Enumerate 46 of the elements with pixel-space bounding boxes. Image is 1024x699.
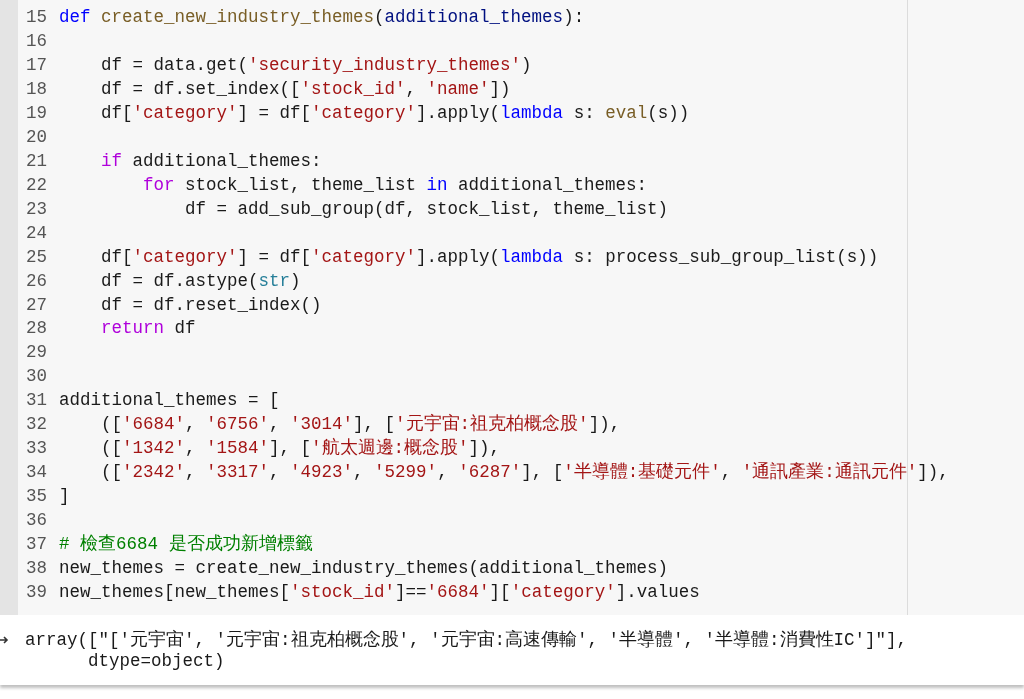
line-number: 24 [26, 221, 47, 244]
line-number: 38 [26, 557, 47, 580]
code-line: df = add_sub_group(df, stock_list, theme_list) [185, 197, 669, 220]
line-number: 19 [26, 101, 47, 124]
line-number: 36 [26, 509, 47, 532]
line-number: 33 [26, 437, 47, 460]
line-number: 34 [26, 461, 47, 484]
line-number: 35 [26, 485, 47, 508]
code-line: df['category'] = df['category'].apply(lambda s: eval(s)) [101, 101, 690, 124]
line-number: 16 [26, 29, 47, 52]
code-line: df = df.set_index(['stock_id', 'name']) [101, 77, 511, 100]
output-line: array(["['元宇宙', '元宇宙:祖克柏概念股', '元宇宙:高速傳輸', '半導體', '半導體:消費性IC']"], [25, 629, 908, 651]
code-line: if additional_themes: [101, 149, 322, 172]
line-number: 25 [26, 245, 47, 268]
code-comment: # 檢查6684 是否成功新增標籤 [59, 533, 313, 556]
line-number: 29 [26, 341, 47, 364]
code-line: (['1342', '1584'], ['航太週邊:概念股']), [101, 437, 501, 460]
code-line: df = df.reset_index() [101, 293, 322, 316]
code-line: df = df.astype(str) [101, 269, 301, 292]
code-line: def create_new_industry_themes(additional_themes): [59, 6, 585, 28]
line-number: 32 [26, 413, 47, 436]
line-number: 15 [26, 6, 47, 28]
code-line: df['category'] = df['category'].apply(lambda s: process_sub_group_list(s)) [101, 245, 879, 268]
code-line: (['6684', '6756', '3014'], ['元宇宙:祖克柏概念股']), [101, 413, 621, 436]
line-number: 31 [26, 389, 47, 412]
line-number: 23 [26, 197, 47, 220]
code-line: (['2342', '3317', '4923', '5299', '6287'], ['半導體:基礎元件', '通訊產業:通訊元件']), [101, 461, 949, 484]
code-line: return df [101, 317, 196, 340]
line-number: 22 [26, 173, 47, 196]
line-number: 18 [26, 77, 47, 100]
code-line: additional_themes = [ [59, 389, 280, 412]
output-line: dtype=object) [88, 650, 225, 672]
line-number: 39 [26, 581, 47, 604]
code-line: new_themes[new_themes['stock_id']=='6684']['category'].values [59, 581, 700, 604]
code-line: df = data.get('security_industry_themes') [101, 53, 532, 76]
code-line: for stock_list, theme_list in additional_themes: [143, 173, 648, 196]
line-number: 26 [26, 269, 47, 292]
code-line: new_themes = create_new_industry_themes(additional_themes) [59, 557, 669, 580]
line-number: 27 [26, 293, 47, 316]
line-number: 30 [26, 365, 47, 388]
line-number: 28 [26, 317, 47, 340]
line-number: 37 [26, 533, 47, 556]
line-number: 21 [26, 149, 47, 172]
line-number: 20 [26, 125, 47, 148]
code-line: ] [59, 485, 70, 508]
line-number: 17 [26, 53, 47, 76]
